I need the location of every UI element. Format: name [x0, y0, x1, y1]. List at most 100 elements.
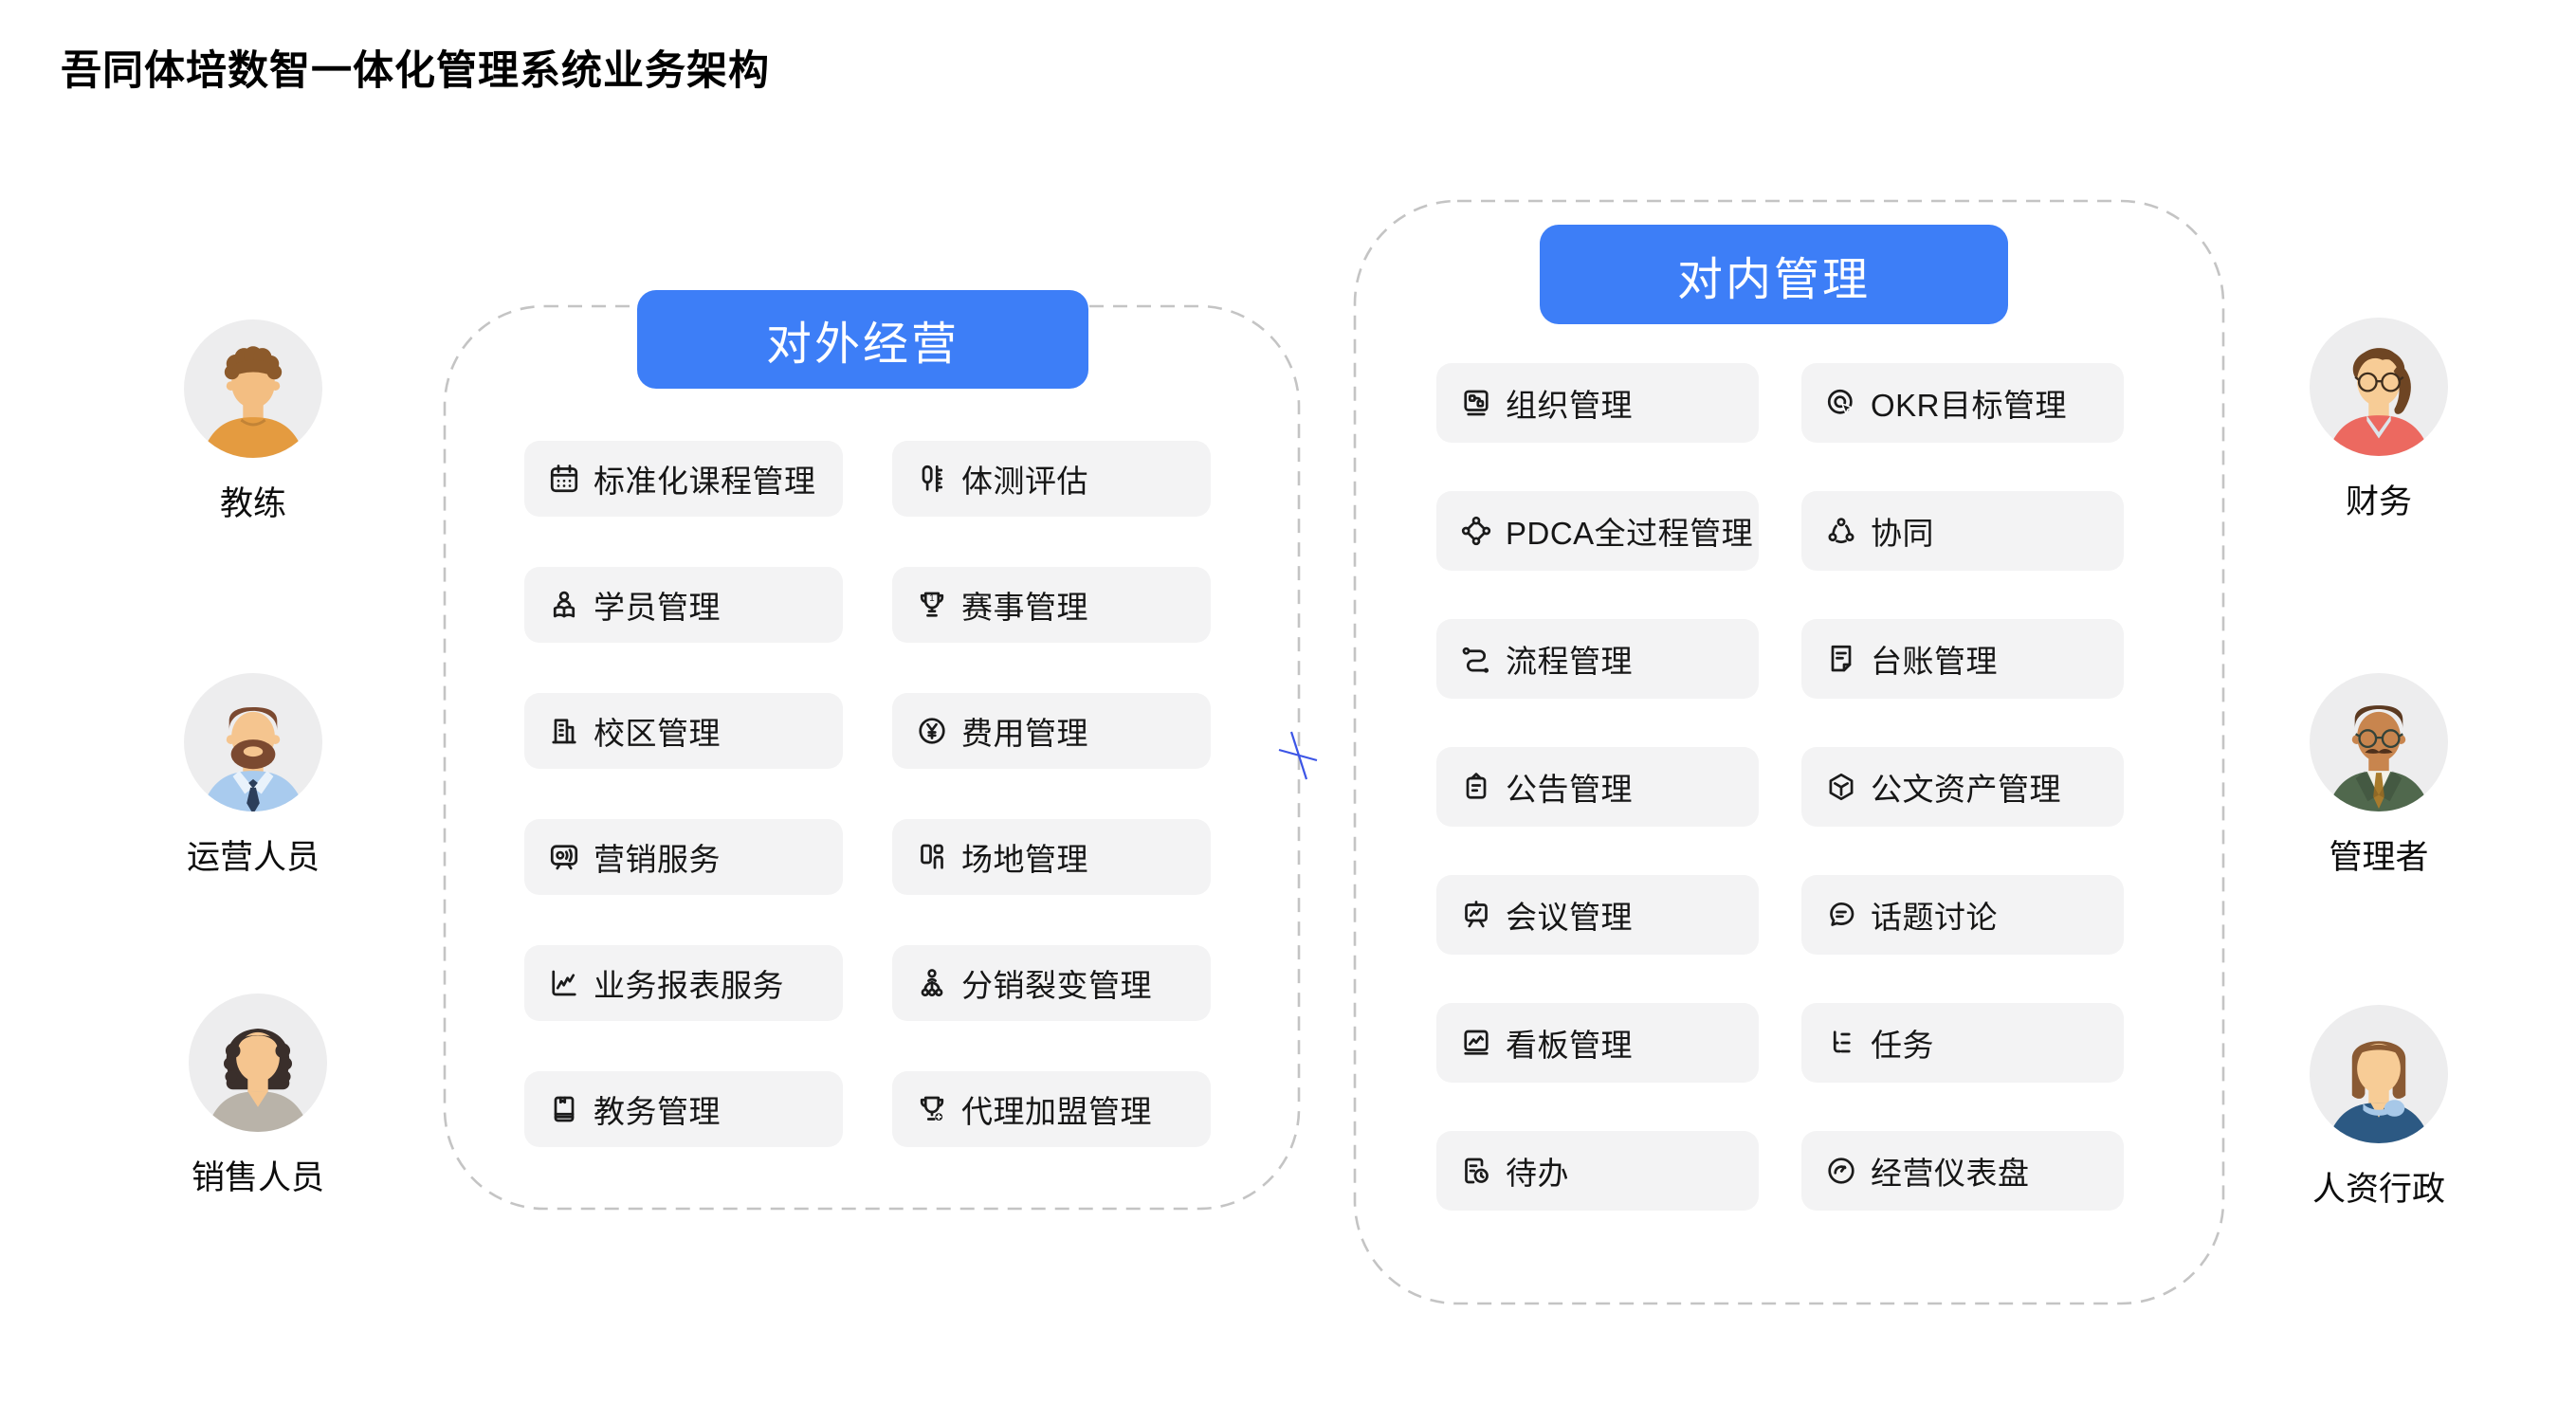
module-label: 教务管理 — [594, 1094, 721, 1129]
topic-icon — [1824, 898, 1858, 932]
ledger-icon — [1824, 642, 1858, 676]
module-label: 台账管理 — [1871, 644, 1998, 679]
module-label: 体测评估 — [961, 464, 1088, 499]
module-chip-topic: 话题讨论 — [1801, 875, 2124, 955]
module-label: 校区管理 — [594, 716, 721, 751]
academic-icon — [547, 1092, 581, 1126]
task-icon — [1824, 1026, 1858, 1060]
role-label: 管理者 — [2329, 839, 2429, 876]
module-chip-report: 业务报表服务 — [524, 945, 843, 1021]
module-label: 组织管理 — [1506, 388, 1633, 423]
student-icon — [547, 588, 581, 622]
module-chip-body-measure: 体测评估 — [892, 441, 1211, 517]
role-coach: 教练 — [149, 319, 357, 525]
module-chip-task: 任务 — [1801, 1003, 2124, 1083]
module-chip-venue: 场地管理 — [892, 819, 1211, 895]
module-chip-ledger: 台账管理 — [1801, 619, 2124, 699]
okr-icon — [1824, 386, 1858, 420]
module-chip-meeting: 会议管理 — [1436, 875, 1759, 955]
process-icon — [1459, 642, 1493, 676]
role-finance: 财务 — [2275, 318, 2483, 523]
role-hr: 人资行政 — [2275, 1005, 2483, 1211]
module-label: 场地管理 — [961, 842, 1088, 877]
pdca-icon — [1459, 514, 1493, 548]
module-chip-okr: OKR目标管理 — [1801, 363, 2124, 443]
body-measure-icon — [915, 462, 949, 496]
module-chip-calendar: 标准化课程管理 — [524, 441, 843, 517]
module-chip-marketing: 营销服务 — [524, 819, 843, 895]
section-header-external: 对外经营 — [637, 290, 1088, 389]
module-label: 会议管理 — [1506, 900, 1633, 935]
module-chip-kanban: 看板管理 — [1436, 1003, 1759, 1083]
manager-avatar — [2310, 673, 2448, 811]
module-chip-distribution: 分销裂变管理 — [892, 945, 1211, 1021]
module-label: 业务报表服务 — [594, 968, 784, 1003]
coach-avatar — [184, 319, 322, 458]
module-label: 学员管理 — [594, 590, 721, 625]
internal-modules-grid: 组织管理 OKR目标管理 PDCA全过程管理 协同流程管理 台账管理公告管理 公文资产管理… — [1436, 363, 2124, 1211]
fee-icon — [915, 714, 949, 748]
module-label: 任务 — [1871, 1028, 1934, 1063]
meeting-icon — [1459, 898, 1493, 932]
campus-icon — [547, 714, 581, 748]
trophy-first-icon: 1 — [915, 588, 949, 622]
finance-avatar — [2310, 318, 2448, 456]
module-chip-announcement: 公告管理 — [1436, 747, 1759, 827]
module-label: 分销裂变管理 — [961, 968, 1152, 1003]
document-asset-icon — [1824, 770, 1858, 804]
module-label: 协同 — [1871, 516, 1934, 551]
announcement-icon — [1459, 770, 1493, 804]
collab-icon — [1824, 514, 1858, 548]
role-manager: 管理者 — [2275, 673, 2483, 879]
page-title: 吾同体培数智一体化管理系统业务架构 — [61, 48, 770, 94]
module-chip-dashboard: 经营仪表盘 — [1801, 1131, 2124, 1211]
hr-avatar — [2310, 1005, 2448, 1143]
role-label: 运营人员 — [186, 839, 320, 876]
module-label: 看板管理 — [1506, 1028, 1633, 1063]
module-chip-todo: 待办 — [1436, 1131, 1759, 1211]
role-label: 销售人员 — [191, 1159, 324, 1196]
module-label: 营销服务 — [594, 842, 721, 877]
module-label: PDCA全过程管理 — [1506, 516, 1754, 551]
module-label: 标准化课程管理 — [594, 464, 816, 499]
sales-avatar — [189, 994, 327, 1132]
module-chip-document-asset: 公文资产管理 — [1801, 747, 2124, 827]
module-chip-collab: 协同 — [1801, 491, 2124, 571]
module-chip-pdca: PDCA全过程管理 — [1436, 491, 1759, 571]
kanban-icon — [1459, 1026, 1493, 1060]
module-label: 费用管理 — [961, 716, 1088, 751]
module-chip-campus: 校区管理 — [524, 693, 843, 769]
annotation-x-mark — [1278, 731, 1318, 780]
external-modules-grid: 标准化课程管理 体测评估学员管理 1 赛事管理校区管理 费用管理营销服务 场地管理业务报表… — [524, 441, 1211, 1147]
module-chip-agency: 代理加盟管理 — [892, 1071, 1211, 1147]
ops-avatar — [184, 673, 322, 811]
agency-icon — [915, 1092, 949, 1126]
module-label: 待办 — [1506, 1156, 1569, 1191]
module-label: 经营仪表盘 — [1871, 1156, 2030, 1191]
module-chip-fee: 费用管理 — [892, 693, 1211, 769]
role-label: 教练 — [219, 485, 286, 522]
module-label: 代理加盟管理 — [961, 1094, 1152, 1129]
module-chip-trophy-first: 1 赛事管理 — [892, 567, 1211, 643]
dashboard-icon — [1824, 1154, 1858, 1188]
todo-icon — [1459, 1154, 1493, 1188]
role-label: 人资行政 — [2311, 1171, 2445, 1208]
module-label: 赛事管理 — [961, 590, 1088, 625]
org-icon — [1459, 386, 1493, 420]
module-label: 流程管理 — [1506, 644, 1633, 679]
module-label: 话题讨论 — [1871, 900, 1998, 935]
module-label: 公文资产管理 — [1871, 772, 2061, 807]
distribution-icon — [915, 966, 949, 1000]
calendar-icon — [547, 462, 581, 496]
svg-text:1: 1 — [929, 593, 934, 604]
report-icon — [547, 966, 581, 1000]
role-label: 财务 — [2345, 483, 2412, 520]
section-header-internal: 对内管理 — [1540, 225, 2008, 324]
module-chip-process: 流程管理 — [1436, 619, 1759, 699]
venue-icon — [915, 840, 949, 874]
module-label: OKR目标管理 — [1871, 388, 2068, 423]
module-chip-student: 学员管理 — [524, 567, 843, 643]
role-sales: 销售人员 — [154, 994, 362, 1199]
module-label: 公告管理 — [1506, 772, 1633, 807]
